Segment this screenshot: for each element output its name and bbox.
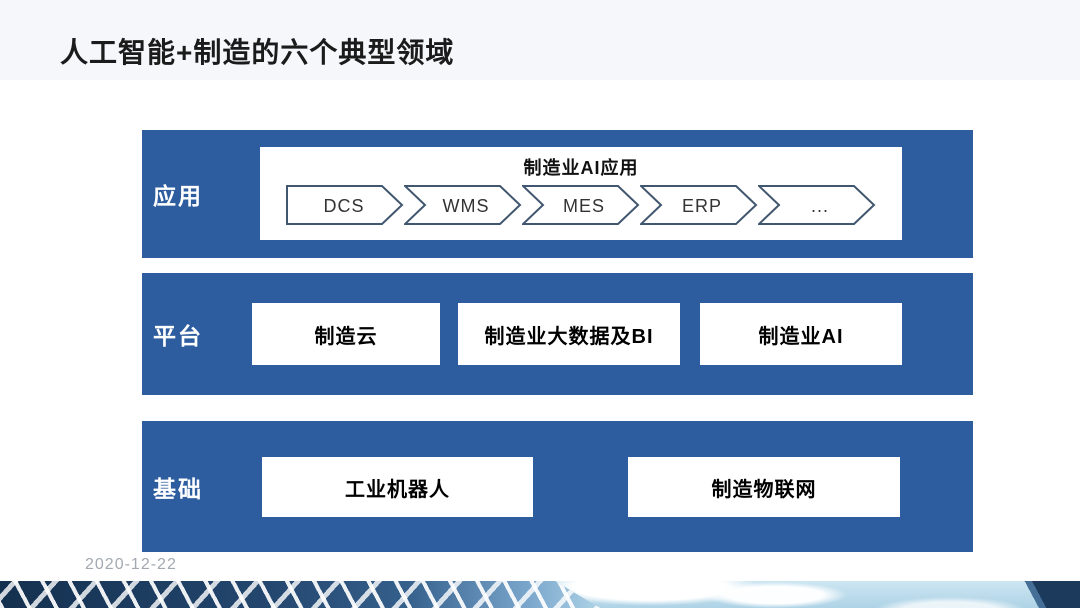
layer-band-platform: 平台 制造云 制造业大数据及BI 制造业AI xyxy=(142,273,973,395)
platform-box-manufacturing-cloud: 制造云 xyxy=(252,303,440,365)
chevron-step-erp: ERP xyxy=(640,185,758,225)
slide-title: 人工智能+制造的六个典型领域 xyxy=(60,37,455,68)
platform-box-manufacturing-ai: 制造业AI xyxy=(700,303,902,365)
chevron-label: MES xyxy=(563,196,605,216)
chevron-step-mes: MES xyxy=(522,185,640,225)
chevron-shape xyxy=(758,185,876,225)
chevron-shape xyxy=(404,185,522,225)
chevron-label: DCS xyxy=(323,196,364,216)
header-background xyxy=(0,0,1080,80)
slide-date: 2020-12-22 xyxy=(85,556,177,573)
layer-band-application: 应用 制造业AI应用 DCS WMS MES ERP xyxy=(142,130,973,258)
chevron-shape xyxy=(522,185,640,225)
platform-box-bigdata-bi: 制造业大数据及BI xyxy=(458,303,680,365)
chevron-label: ... xyxy=(811,196,829,216)
building-photo-strip xyxy=(0,581,1080,608)
chevron-shape xyxy=(640,185,758,225)
ai-application-title: 制造业AI应用 xyxy=(523,158,639,178)
glass-buildings-image xyxy=(0,581,600,608)
layer-label-application: 应用 xyxy=(153,183,203,209)
chevron-label: ERP xyxy=(682,196,722,216)
corner-building-image xyxy=(1002,581,1080,608)
layer-band-foundation: 基础 工业机器人 制造物联网 xyxy=(142,421,973,552)
chevron-label: WMS xyxy=(443,196,490,216)
foundation-box-manufacturing-iot: 制造物联网 xyxy=(628,457,900,517)
chevron-step-dcs: DCS xyxy=(286,185,404,225)
layer-label-foundation: 基础 xyxy=(153,475,203,502)
layer-label-platform: 平台 xyxy=(153,323,203,349)
chevron-row: DCS WMS MES ERP ... xyxy=(260,185,902,225)
chevron-step-more: ... xyxy=(758,185,876,225)
chevron-step-wms: WMS xyxy=(404,185,522,225)
ai-application-container: 制造业AI应用 DCS WMS MES ERP xyxy=(260,147,902,240)
chevron-shape xyxy=(286,185,404,225)
foundation-box-industrial-robot: 工业机器人 xyxy=(262,457,533,517)
